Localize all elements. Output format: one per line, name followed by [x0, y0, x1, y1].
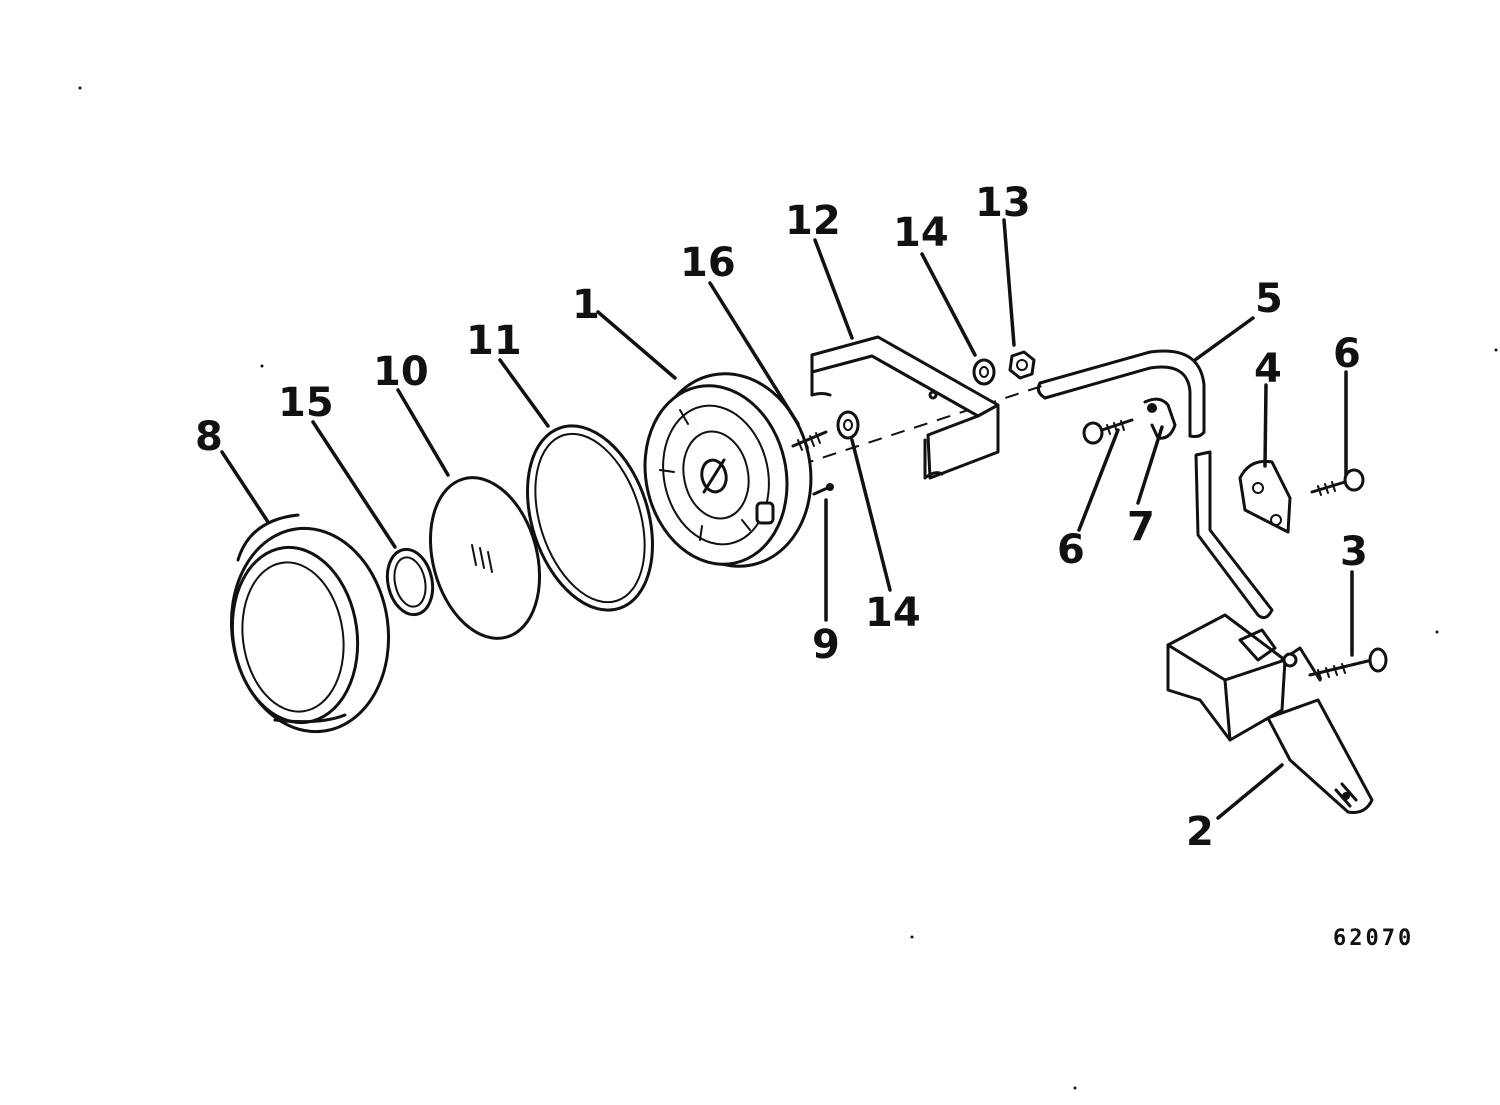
part-label-9: 9: [812, 622, 840, 668]
figure-code: 62070: [1333, 926, 1414, 951]
part-label-2: 2: [1186, 809, 1214, 855]
part-label-5: 5: [1255, 276, 1283, 322]
part-label-3: 3: [1340, 529, 1368, 575]
part-14-lock-washer: [972, 358, 996, 386]
part-label-1: 1: [572, 282, 600, 328]
scan-specks: [78, 86, 1498, 1090]
part-2-sender-unit: [1166, 613, 1374, 814]
part-16-stud: [791, 430, 828, 451]
part-labels: 8 15 10 11 1 16 12 14 13 5 4 6 6 7 14 9 …: [195, 180, 1368, 855]
part-label-14-upper: 14: [893, 210, 949, 256]
part-3-screw: [1308, 647, 1388, 680]
part-label-4: 4: [1254, 346, 1282, 392]
part-13-nut: [1008, 350, 1036, 380]
part-5-tube: [1036, 349, 1274, 620]
part-10-lens: [428, 476, 542, 640]
part-14-washer: [836, 410, 860, 440]
part-label-7: 7: [1127, 504, 1155, 550]
part-label-14-lower: 14: [865, 590, 921, 636]
part-6-screw-right: [1310, 468, 1365, 496]
part-7-clip: [1143, 397, 1177, 440]
leader-lines: [220, 218, 1354, 820]
part-label-8: 8: [195, 414, 223, 460]
part-label-12: 12: [785, 198, 841, 244]
part-11-retaining-ring: [526, 424, 654, 612]
part-label-6-right: 6: [1333, 331, 1361, 377]
part-12-bracket: [810, 335, 1000, 480]
part-6-screw-left: [1082, 418, 1134, 445]
part-4-plate: [1238, 459, 1292, 534]
part-label-11: 11: [466, 318, 522, 364]
part-9-pin: [812, 483, 834, 496]
part-label-10: 10: [373, 349, 429, 395]
part-label-6-left: 6: [1057, 527, 1085, 573]
assembly-centerline: [799, 384, 1046, 466]
part-1-gauge-housing: [643, 372, 813, 568]
part-label-15: 15: [278, 380, 334, 426]
part-15-ring: [385, 547, 435, 617]
part-label-16: 16: [680, 240, 736, 286]
part-8-bezel: [229, 513, 391, 734]
part-label-13: 13: [975, 180, 1031, 226]
